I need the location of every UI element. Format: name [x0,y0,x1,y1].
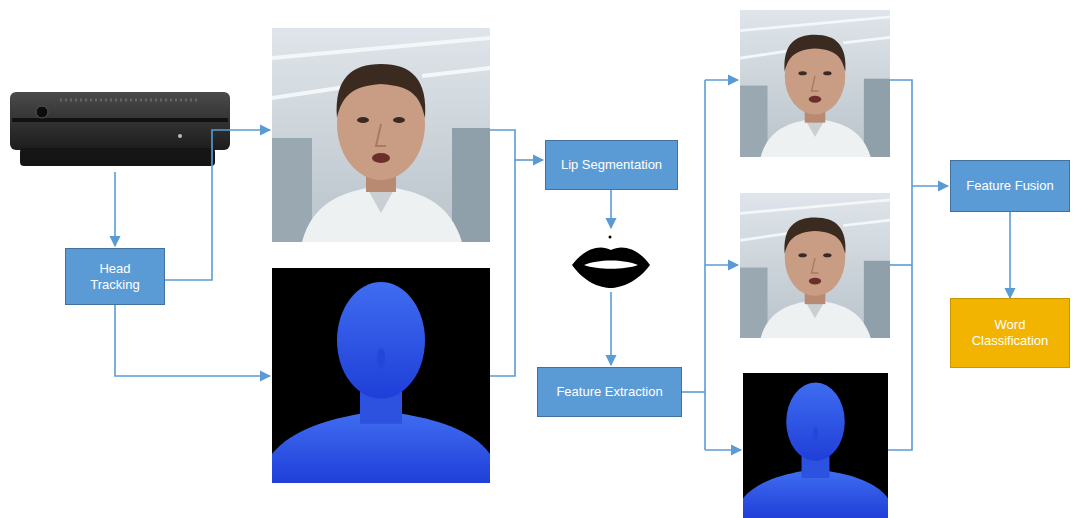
process-box: Lip Segmentation [545,140,678,190]
process-box: Head Tracking [65,248,165,305]
box-label: Feature Extraction [556,384,662,400]
output-box: Word Classification [950,298,1070,368]
flow-arrow [1009,212,1011,298]
depth-frame [743,373,888,518]
box-label: Feature Fusion [966,178,1053,194]
process-box: Feature Extraction [537,367,682,417]
box-label: Word Classification [959,317,1061,349]
box-label: Head Tracking [74,261,156,293]
process-box: Feature Fusion [950,160,1070,212]
color-frame [272,28,490,242]
kinect-sensor [10,92,230,166]
lip-mask [572,236,650,289]
depth-frame [272,268,490,483]
color-frame [740,10,890,157]
color-frame [740,193,890,338]
flow-lines [115,80,948,450]
box-label: Lip Segmentation [561,157,662,173]
